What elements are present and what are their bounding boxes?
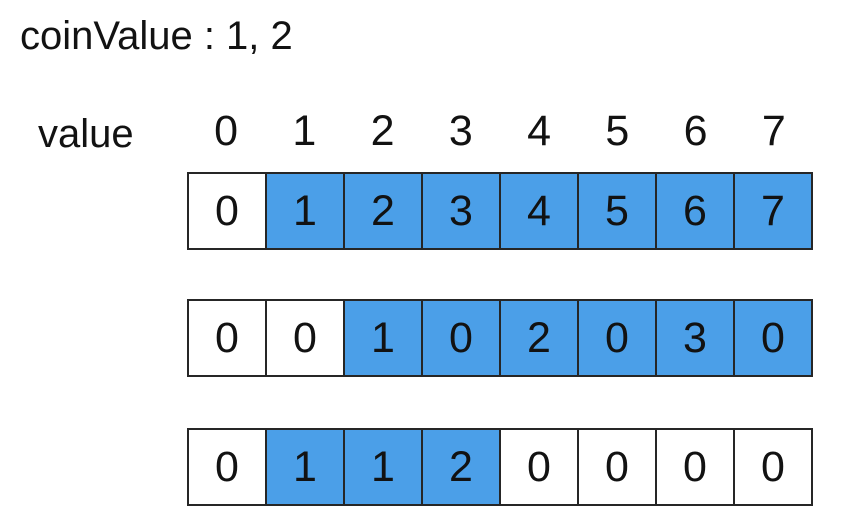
array-cell: 2	[421, 430, 499, 504]
value-index-7: 7	[761, 107, 786, 155]
array-cell: 0	[655, 430, 733, 504]
value-index-4: 4	[527, 107, 552, 155]
dp-array-row-2: 0 0 1 0 2 0 3 0	[187, 299, 813, 377]
dp-array-row-1: 0 1 2 3 4 5 6 7	[187, 172, 813, 250]
array-cell: 3	[421, 174, 499, 248]
diagram-title: coinValue : 1, 2	[20, 14, 293, 58]
value-index-header: 0 1 2 3 4 5 6 7	[187, 107, 813, 155]
value-index-5: 5	[605, 107, 630, 155]
array-cell: 1	[343, 430, 421, 504]
array-cell: 4	[499, 174, 577, 248]
array-cell: 5	[577, 174, 655, 248]
array-cell: 0	[577, 301, 655, 375]
array-cell: 0	[265, 301, 343, 375]
array-cell: 1	[265, 174, 343, 248]
array-cell: 2	[343, 174, 421, 248]
array-cell: 6	[655, 174, 733, 248]
array-cell: 0	[733, 430, 811, 504]
array-cell: 0	[189, 301, 265, 375]
value-index-2: 2	[370, 107, 395, 155]
array-cell: 0	[499, 430, 577, 504]
value-index-1: 1	[292, 107, 317, 155]
array-cell: 0	[577, 430, 655, 504]
value-index-0: 0	[214, 107, 239, 155]
array-cell: 0	[189, 430, 265, 504]
value-label: value	[38, 112, 134, 156]
array-cell: 1	[343, 301, 421, 375]
array-cell: 2	[499, 301, 577, 375]
array-cell: 0	[421, 301, 499, 375]
dp-array-row-3: 0 1 1 2 0 0 0 0	[187, 428, 813, 506]
array-cell: 3	[655, 301, 733, 375]
array-cell: 7	[733, 174, 811, 248]
array-cell: 0	[189, 174, 265, 248]
value-index-3: 3	[448, 107, 473, 155]
array-cell: 1	[265, 430, 343, 504]
value-index-6: 6	[683, 107, 708, 155]
array-cell: 0	[733, 301, 811, 375]
